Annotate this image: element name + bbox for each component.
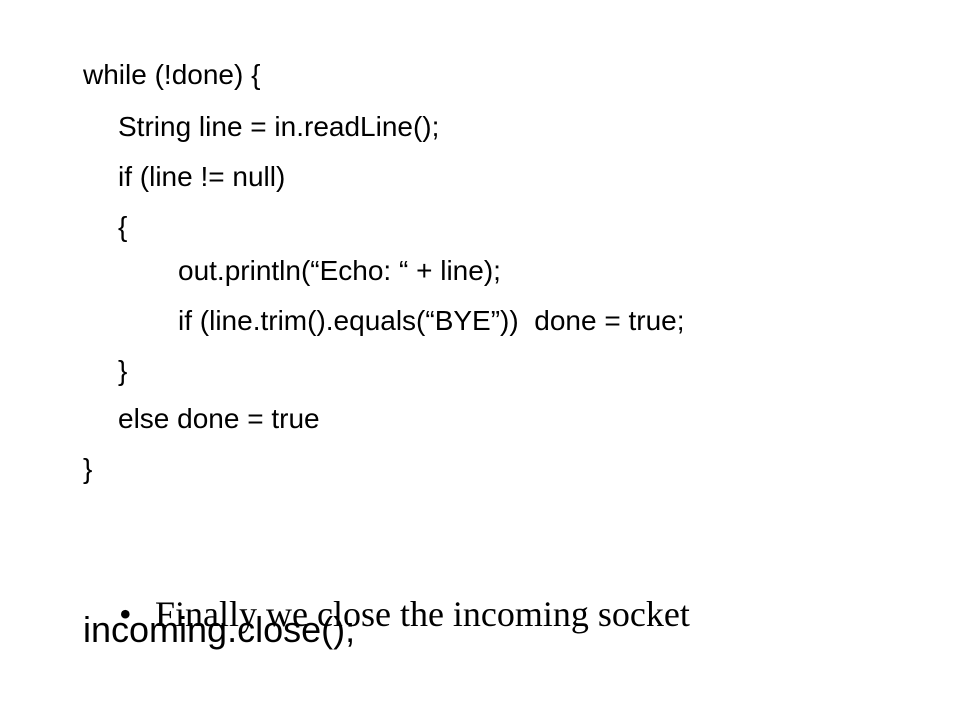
code-line-5: out.println(“Echo: “ + line); [178, 255, 501, 286]
code-line-4: { [118, 211, 128, 242]
bullet-marker: • [119, 594, 132, 634]
code-line-8: else done = true [118, 403, 320, 434]
code-line-6: if (line.trim().equals(“BYE”)) done = tr… [178, 305, 685, 336]
code-line-1: while (!done) { [83, 59, 261, 90]
code-line-7: } [118, 355, 128, 386]
code-line-9: } [83, 453, 93, 484]
final-code-line: incoming.close(); [83, 609, 356, 650]
bullet-item: • Finally we close the incoming socket [83, 548, 690, 680]
code-line-2: String line = in.readLine(); [118, 111, 440, 142]
code-line-3: if (line != null) [118, 161, 286, 192]
bullet-text: Finally we close the incoming socket [155, 594, 690, 634]
